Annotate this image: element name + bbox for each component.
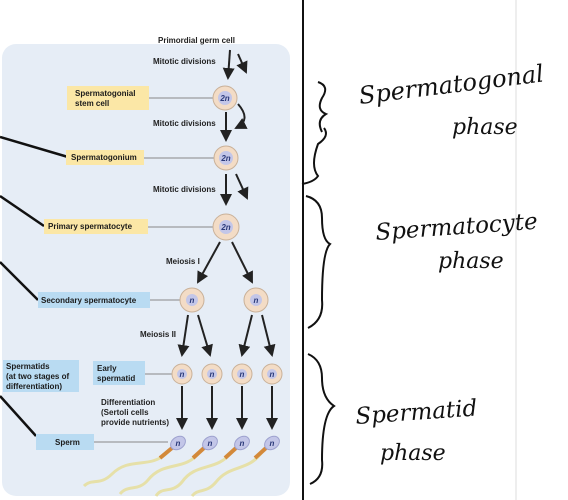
- differentiation-label-1: Differentiation: [101, 398, 155, 407]
- svg-text:n: n: [180, 370, 185, 379]
- brace-spermatid: [307, 353, 336, 485]
- early-spermatid-cell: n: [261, 363, 283, 385]
- phase-label-spermatogonal-1: Spermatogonal: [357, 60, 545, 110]
- sperm-cell: n: [190, 435, 280, 498]
- svg-text:n: n: [270, 370, 275, 379]
- differentiation-label-2: (Sertoli cells: [101, 408, 149, 417]
- early-spermatid-label-1: Early: [97, 364, 117, 373]
- self-renewal-arrow: [234, 103, 248, 129]
- svg-text:n: n: [176, 439, 181, 448]
- phase-label-spermatocyte-2: phase: [438, 249, 504, 274]
- meiosis-2-label: Meiosis II: [140, 330, 176, 339]
- arrow: [238, 314, 253, 357]
- svg-text:2n: 2n: [220, 223, 230, 232]
- sperm-label-box: [36, 434, 94, 450]
- spermatogonium-label: Spermatogonium: [71, 153, 137, 162]
- stem-cell-label-2: stem cell: [75, 99, 109, 108]
- mitotic-divisions-label: Mitotic divisions: [153, 119, 216, 128]
- svg-text:n: n: [240, 370, 245, 379]
- early-spermatid-cell: n: [231, 363, 253, 385]
- early-spermatid-label-box: [93, 361, 145, 385]
- svg-text:n: n: [240, 439, 245, 448]
- svg-text:2n: 2n: [220, 154, 230, 163]
- pointer-line: [0, 395, 37, 437]
- spermatids-label-box: [3, 360, 79, 392]
- pointer-line: [0, 135, 69, 159]
- spermatids-label-2: (at two stages of: [6, 372, 69, 381]
- primordial-germ-cell-label: Primordial germ cell: [158, 36, 235, 45]
- pointer-line: [0, 194, 45, 228]
- arrow: [231, 241, 253, 284]
- early-spermatid-label-2: spermatid: [97, 374, 135, 383]
- svg-text:n: n: [254, 296, 259, 305]
- arrow: [197, 241, 221, 284]
- secondary-spermatocyte-cell: n: [243, 287, 269, 313]
- mitotic-divisions-label: Mitotic divisions: [153, 185, 216, 194]
- pointer-line: [0, 261, 39, 301]
- stem-cell-label-box: [67, 86, 149, 110]
- brace-spermatocyte: [305, 195, 332, 329]
- differentiation-label-3: provide nutrients): [101, 418, 169, 427]
- spermatogonium-cell: 2n: [213, 145, 239, 171]
- svg-text:2n: 2n: [219, 94, 229, 103]
- secondary-spermatocyte-label: Secondary spermatocyte: [41, 296, 137, 305]
- phase-label-spermatogonal-2: phase: [452, 115, 518, 140]
- primary-spermatocyte-cell: 2n: [212, 213, 240, 241]
- arrow: [222, 49, 235, 80]
- spermatogonium-label-box: [66, 150, 144, 165]
- phase-label-spermatocyte-1: Spermatocyte: [375, 209, 539, 246]
- sperm-cell: n: [118, 435, 218, 496]
- early-spermatid-cell: n: [201, 363, 223, 385]
- stem-cell-label-1: Spermatogonial: [75, 89, 135, 98]
- sperm-cell: n: [154, 435, 250, 497]
- stem-cell: 2n: [212, 85, 238, 111]
- early-spermatid-cell: n: [171, 363, 193, 385]
- secondary-spermatocyte-cell: n: [179, 287, 205, 313]
- primary-spermatocyte-label-box: [44, 219, 148, 234]
- primary-spermatocyte-label: Primary spermatocyte: [48, 222, 133, 231]
- secondary-spermatocyte-label-box: [38, 292, 150, 308]
- svg-text:n: n: [190, 296, 195, 305]
- arrow: [236, 53, 248, 74]
- svg-text:n: n: [270, 439, 275, 448]
- arrow: [177, 314, 190, 357]
- brace-spermatogonal-lower: [301, 127, 327, 185]
- spermatids-label-3: differentiation): [6, 382, 62, 391]
- brace-spermatogonal: [317, 81, 329, 133]
- svg-text:n: n: [208, 439, 213, 448]
- mitotic-divisions-label: Mitotic divisions: [153, 57, 216, 66]
- meiosis-1-label: Meiosis I: [166, 257, 200, 266]
- phase-label-spermatid-1: Spermatid: [355, 396, 478, 430]
- sperm-label: Sperm: [55, 438, 80, 447]
- spermatids-label-1: Spermatids: [6, 362, 50, 371]
- arrow: [261, 314, 276, 357]
- phase-label-spermatid-2: phase: [380, 441, 446, 466]
- sperm-cell: n: [82, 435, 186, 488]
- svg-text:n: n: [210, 370, 215, 379]
- arrow: [235, 173, 249, 200]
- arrow: [197, 314, 213, 357]
